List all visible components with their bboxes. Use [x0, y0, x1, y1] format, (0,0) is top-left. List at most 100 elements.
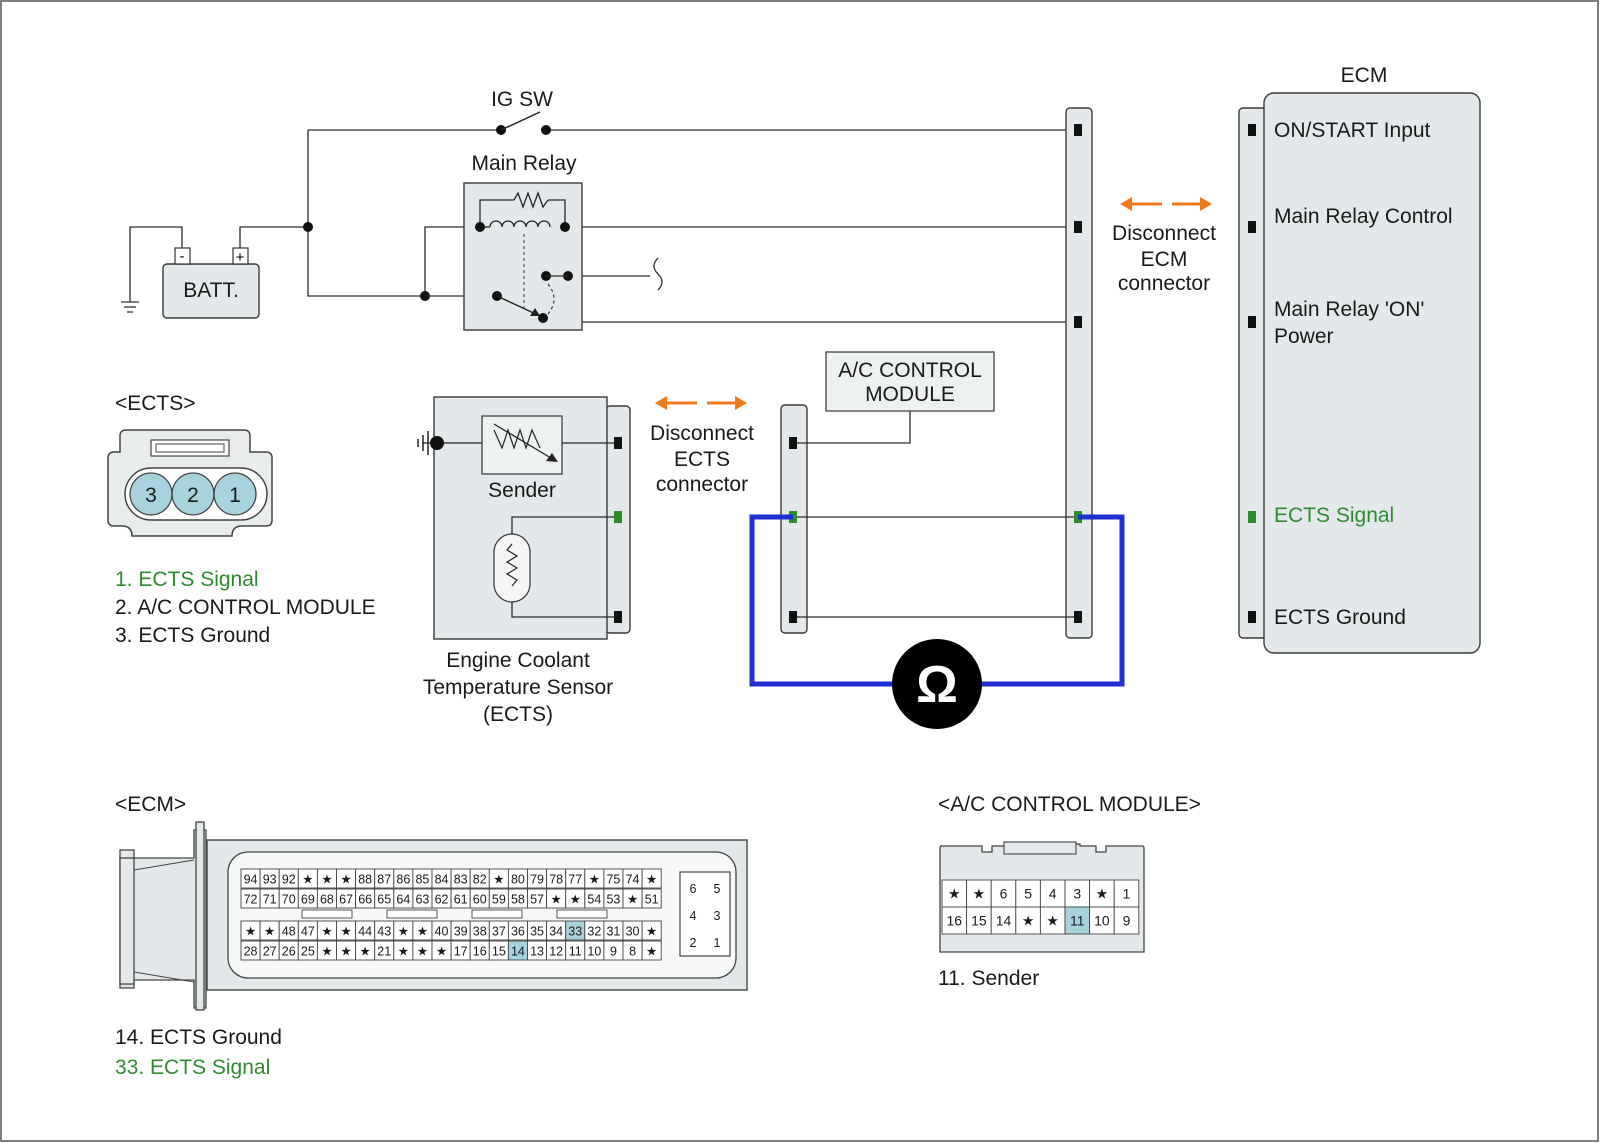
ecm-pin: 79 [530, 873, 544, 887]
ecm-pin: 94 [244, 873, 258, 887]
ecm-pin: 16 [473, 945, 487, 959]
ac-pin-cell [1039, 906, 1066, 935]
ac-pin-cell [941, 906, 968, 935]
ects-pin-2-label: 2 [187, 484, 199, 507]
ecm-pin: 35 [530, 925, 544, 939]
ac-control-module-box: A/C CONTROL MODULE [825, 351, 995, 412]
main-relay: Main Relay [463, 152, 583, 331]
ecm-pin: 88 [358, 873, 372, 887]
ohm-symbol: Ω [916, 656, 958, 714]
ecm-pin: 43 [377, 925, 391, 939]
ecm-pin: ★ [493, 873, 504, 887]
ecm-pin: 92 [282, 873, 296, 887]
ig-switch-blade [500, 111, 541, 131]
ac-pin: 11 [1070, 913, 1085, 929]
ac-pin: ★ [973, 886, 986, 902]
ac-pin-cell [990, 906, 1017, 935]
ecm-pin: 12 [549, 945, 563, 959]
ecm-pin: 32 [587, 925, 601, 939]
ac-pin: 15 [971, 913, 987, 929]
ecm-pin: 66 [358, 893, 372, 907]
key-slot [301, 909, 353, 919]
ecm-pin: 38 [473, 925, 487, 939]
ig-switch-label: IG SW [491, 88, 553, 111]
ac-pin: 6 [1000, 886, 1008, 902]
ecm-pin: 87 [377, 873, 391, 887]
disconnect-ecm-line1: Disconnect [1112, 222, 1216, 245]
ecm-pin: ★ [646, 945, 657, 959]
ecm-pin: 78 [549, 873, 563, 887]
ecm-pin-ects-ground: ECTS Ground [1274, 606, 1406, 629]
ecm-harness-pin [1074, 221, 1082, 233]
ecm-pin: 54 [587, 893, 601, 907]
ecm-pin-cell [641, 868, 662, 889]
ecm-legend-14: 14. ECTS Ground [115, 1026, 282, 1049]
ecm-pin: 34 [549, 925, 563, 939]
ecm-pin: 40 [435, 925, 449, 939]
ecm-pin: ★ [340, 925, 351, 939]
ecm-pin: 71 [263, 893, 277, 907]
battery-positive-terminal: + [236, 249, 245, 266]
ecm-pin: 9 [610, 945, 617, 959]
ecm-small-pin: 3 [714, 909, 721, 923]
ecm-pin: ★ [398, 945, 409, 959]
ects-pin-1-label: 1 [229, 484, 241, 507]
ac-pin: 3 [1073, 886, 1081, 902]
ecm-pin: 33 [568, 925, 582, 939]
ohmmeter-icon [892, 639, 982, 729]
ects-pin-3-label: 3 [145, 484, 157, 507]
ecm-pin: 14 [511, 945, 525, 959]
ecm-pin: 62 [435, 893, 449, 907]
ecm-harness-pin [1074, 611, 1082, 623]
ecm-pin-main-relay-on-power: Main Relay 'ON' [1274, 298, 1424, 321]
ecm-pin: 77 [568, 873, 582, 887]
ac-connector-title: <A/C CONTROL MODULE> [938, 793, 1201, 816]
ecm-small-pin: 4 [690, 909, 697, 923]
ecm-pin: ★ [589, 873, 600, 887]
ecm-small-pin: 2 [690, 936, 697, 950]
ects-legend-3: 3. ECTS Ground [115, 624, 270, 647]
ecm-pin: 67 [339, 893, 353, 907]
ecm-pin: 37 [492, 925, 506, 939]
ects-caption-line2: Temperature Sensor [423, 676, 613, 699]
ecm-pin: 82 [473, 873, 487, 887]
ecm-harness-connector [1065, 107, 1093, 639]
ects-legend-2: 2. A/C CONTROL MODULE [115, 596, 376, 619]
ects-caption-line1: Engine Coolant [446, 649, 590, 672]
ecm-pin: 85 [415, 873, 429, 887]
ecm-pin: ★ [321, 925, 332, 939]
ac-pin: ★ [1022, 913, 1035, 929]
ecm-legend-33: 33. ECTS Signal [115, 1056, 270, 1079]
ecm-pin: ★ [321, 873, 332, 887]
battery-label: BATT. [183, 279, 239, 302]
disconnect-ects-line3: connector [656, 473, 748, 496]
ecm-pin: 53 [606, 893, 620, 907]
battery: - + BATT. [162, 247, 260, 319]
ecm-pin: 10 [587, 945, 601, 959]
ecm-harness-pin [1074, 124, 1082, 136]
ecm-module: ECM ON/START Input Main Relay Control Ma… [1238, 64, 1481, 654]
ecm-pin-cell [641, 920, 662, 941]
ac-pin: ★ [1046, 913, 1059, 929]
relay-coil [489, 220, 551, 228]
ecm-pin: ★ [436, 945, 447, 959]
sender-label: Sender [488, 479, 556, 502]
ac-pin: 16 [947, 913, 963, 929]
ac-pin-cell [1015, 906, 1041, 935]
relay-resistor [513, 191, 549, 209]
wire-break-symbol [653, 257, 663, 291]
ac-pin-cell [966, 879, 992, 908]
right-arrow-icon [735, 396, 747, 410]
ecm-connector-title: <ECM> [115, 793, 186, 816]
ects-legend-1: 1. ECTS Signal [115, 568, 259, 591]
ecm-pin: 39 [454, 925, 468, 939]
ecm-pin: 58 [511, 893, 525, 907]
ecm-pin: 26 [282, 945, 296, 959]
ecm-pin: 65 [377, 893, 391, 907]
ecm-pin: 93 [263, 873, 277, 887]
ecm-pin-main-relay-control: Main Relay Control [1274, 205, 1453, 228]
